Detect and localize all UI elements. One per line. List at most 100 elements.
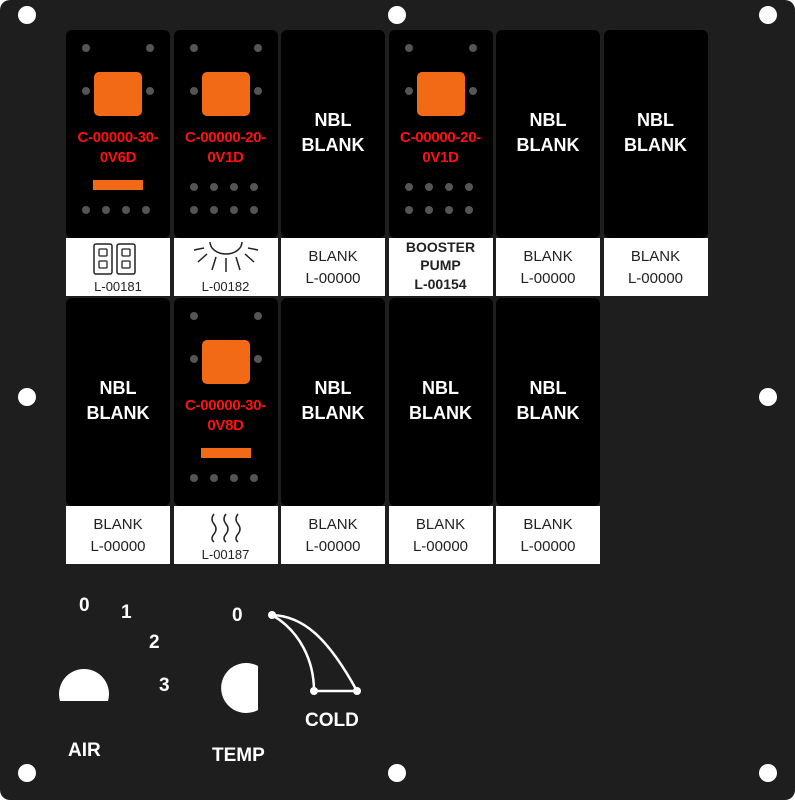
indicator-dot [464,206,473,214]
legend-code: L-00187 [201,547,250,562]
air-knob[interactable] [58,660,112,705]
lamp-indicator [416,72,465,116]
switch-code-line2: 0V1D [207,149,244,166]
indicator-dot [189,44,198,52]
legend-line1: BLANK [415,516,466,533]
lamp-indicator [201,340,250,384]
light-rays-icon [193,241,258,272]
mounting-hole [18,388,36,406]
indicator-dot [444,206,453,214]
lamp-indicator [94,72,142,116]
switch-code-text: C-00000-20-0V1D [174,128,278,168]
indicator-dot [444,183,453,191]
indicator-dot [229,474,238,482]
nbl-line2: BLANK [409,403,472,423]
air-pos-0: 0 [79,595,90,616]
indicator-dot [253,44,262,52]
status-bar [200,448,251,458]
nbl-line2: BLANK [86,403,150,423]
blank-switch[interactable]: NBL BLANK [496,30,600,238]
switch-code-line2: 0V8D [207,417,244,434]
rocker-switch[interactable]: C-00000-30- 0V6D [66,30,170,238]
nbl-line2: BLANK [516,403,580,423]
switch-code-text: C-00000-30- 0V6D [66,128,170,168]
air-pos-2: 2 [149,632,160,653]
indicator-dot [229,183,238,191]
blank-switch[interactable]: NBL BLANK [66,298,170,506]
mounting-hole [388,6,406,24]
indicator-dot [146,87,154,95]
indicator-dot [189,87,198,95]
nbl-text: NBL BLANK [66,376,170,426]
legend-code: L-00181 [94,279,142,294]
switch-legend-label: BLANK L-00000 [388,506,493,564]
legend-line1: BLANK [523,516,573,533]
indicator-dot [468,44,477,52]
nbl-line1: NBL [99,378,137,398]
indicator-dot [189,206,198,214]
indicator-dot [424,206,433,214]
indicator-dot [464,183,473,191]
nbl-line1: NBL [529,110,567,130]
switch-code-line2: 0V1D [422,149,459,166]
indicator-dot [122,206,130,214]
indicator-dot [404,206,413,214]
air-pos-3: 3 [159,675,170,696]
indicator-dot [102,206,110,214]
switch-code-line1: C-00000-30- [77,129,159,146]
cold-range-arc [268,611,361,695]
rocker-switch[interactable]: C-00000-20-0V1D [388,30,493,238]
legend-line1: BLANK [630,248,681,265]
indicator-dot [82,44,90,52]
switch-code-line1: C-00000-30- [185,397,266,414]
temp-pos-0: 0 [232,605,243,626]
switch-code-line2: 0V6D [99,149,137,166]
indicator-dot [189,183,198,191]
switch-legend-label: BLANK L-00000 [603,238,708,296]
mounting-hole [759,6,777,24]
indicator-dot [404,87,413,95]
legend-line2: L-00000 [305,270,361,287]
blank-switch[interactable]: NBL BLANK [388,298,493,506]
legend-line2: L-00000 [412,538,469,555]
rocker-switch[interactable]: C-00000-20-0V1D [173,30,278,238]
mounting-hole [759,388,777,406]
legend-bold-line2: PUMP [420,257,461,273]
indicator-dot [404,44,413,52]
switch-code-text: C-00000-20-0V1D [389,128,493,168]
indicator-dot [229,206,238,214]
switch-legend-label: L-00181 [66,238,170,296]
indicator-dot [253,87,262,95]
indicator-dot [253,355,262,363]
air-label: AIR [68,740,101,761]
switch-code-text: C-00000-30- 0V8D [174,396,278,436]
legend-line2: L-00000 [520,270,576,287]
nbl-line1: NBL [422,378,459,398]
indicator-dot [82,87,90,95]
indicator-dot [253,312,262,320]
legend-line2: L-00000 [627,270,684,287]
cold-label: COLD [305,710,359,731]
legend-bold-line3: L-00154 [414,276,467,292]
nbl-line2: BLANK [516,135,580,155]
indicator-dot [189,474,198,482]
nbl-line1: NBL [637,110,674,130]
indicator-dot [209,206,218,214]
switch-legend-label: BOOSTER PUMP L-00154 [388,238,493,296]
indicator-dot [209,474,218,482]
temp-knob[interactable] [216,662,266,714]
legend-bold-line1: BOOSTER [405,239,476,255]
indicator-dot [404,183,413,191]
nbl-line2: BLANK [301,403,365,423]
rocker-switch[interactable]: C-00000-30- 0V8D [173,298,278,506]
